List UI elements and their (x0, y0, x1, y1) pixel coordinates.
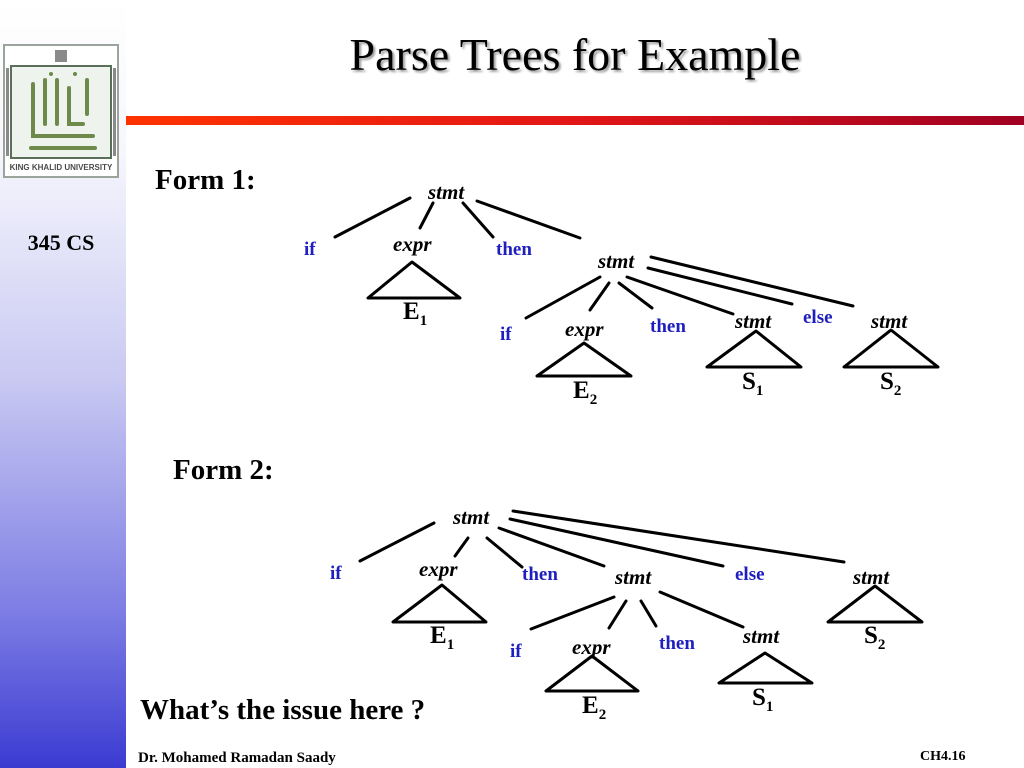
subtree-triangle (391, 583, 488, 624)
form1-if: if (304, 239, 316, 260)
form2-s1: S1 (752, 684, 774, 715)
edge (649, 255, 855, 308)
edge (646, 266, 794, 306)
course-label: 345 CS (27, 230, 95, 255)
subtree-triangle (366, 260, 462, 300)
university-logo: KING KHALID UNIVERSITY (3, 44, 119, 178)
edge (418, 201, 435, 230)
form2-if: if (330, 563, 342, 584)
form2-inner-stmt: stmt (615, 565, 652, 589)
edge (588, 281, 611, 312)
edge (524, 275, 602, 320)
subtree-triangle (705, 329, 803, 369)
edge (511, 509, 846, 564)
form1-e2: E2 (573, 377, 598, 408)
edge (508, 517, 725, 568)
form2-then: then (522, 564, 558, 585)
form1-root-stmt: stmt (428, 180, 465, 204)
edge (485, 536, 524, 569)
subtree-triangle (842, 328, 940, 369)
form1-e1: E1 (403, 298, 428, 329)
form1-label: Form 1: (155, 164, 256, 196)
subtree-triangle (826, 584, 924, 624)
form2-expr: expr (419, 557, 458, 581)
form1-inner-stmt: stmt (598, 249, 635, 273)
page-title: Parse Trees for Example (349, 29, 801, 80)
subtree-triangle (535, 341, 633, 378)
form1-expr: expr (393, 232, 432, 256)
form1-inner-expr: expr (565, 317, 604, 341)
form1-else: else (803, 307, 833, 328)
subtree-triangle (544, 654, 640, 693)
form2-inner-then: then (659, 633, 695, 654)
edge (333, 196, 412, 239)
edge (617, 281, 654, 310)
edge (529, 595, 616, 631)
form1-s1: S1 (742, 368, 764, 399)
form2-s2: S2 (864, 622, 886, 653)
page-number: CH4.16 (920, 749, 966, 764)
edge (453, 536, 470, 558)
form1-stmt-s1: stmt (735, 309, 772, 333)
form2-inner-expr: expr (572, 635, 611, 659)
form2-stmt-s2: stmt (853, 565, 890, 589)
form2-e2: E2 (582, 692, 607, 723)
title-divider (126, 116, 1024, 125)
form1-s2: S2 (880, 368, 902, 399)
subtree-triangle (717, 651, 814, 685)
edge (639, 599, 658, 628)
edge (658, 590, 745, 629)
edge (497, 526, 606, 568)
author-footer: Dr. Mohamed Ramadan Saady (138, 750, 336, 766)
edge (475, 199, 582, 240)
form2-label: Form 2: (173, 454, 274, 486)
form1-then: then (496, 239, 532, 260)
form2-stmt-s1: stmt (743, 624, 780, 648)
form2-inner-if: if (510, 641, 522, 662)
form1-inner-then: then (650, 316, 686, 337)
question-text: What’s the issue here ? (140, 694, 426, 726)
form1-inner-if: if (500, 324, 512, 345)
form2-else: else (735, 564, 765, 585)
form2-e1: E1 (430, 622, 455, 653)
edge (625, 275, 735, 316)
edge (607, 599, 628, 630)
edge (358, 521, 436, 563)
form2-root-stmt: stmt (453, 505, 490, 529)
form1-stmt-s2: stmt (871, 309, 908, 333)
logo-text: KING KHALID UNIVERSITY (10, 163, 113, 172)
edge (461, 201, 495, 239)
